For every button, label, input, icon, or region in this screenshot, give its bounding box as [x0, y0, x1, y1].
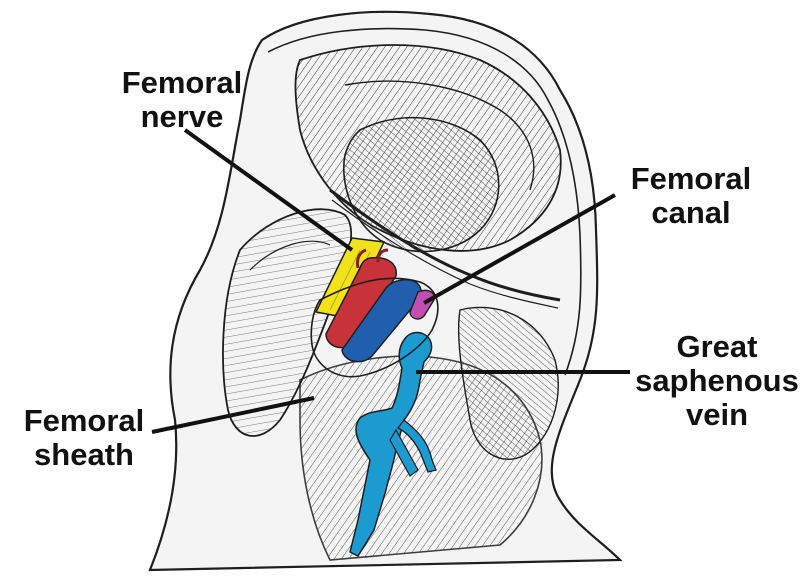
pectineus-region: [342, 116, 500, 253]
label-femoral-nerve: Femoral nerve: [92, 66, 272, 134]
label-great-saphenous-line2: saphenous: [635, 363, 799, 398]
femoral-sheath-structure: [310, 277, 439, 378]
label-femoral-nerve-line2: nerve: [140, 99, 224, 134]
label-great-saphenous-vein: Great saphenous vein: [634, 330, 800, 432]
label-femoral-canal-line2: canal: [651, 195, 731, 230]
skin-fold: [267, 27, 582, 376]
femoral-vein-structure: [341, 278, 422, 363]
label-femoral-canal-line1: Femoral: [630, 161, 752, 196]
label-great-saphenous-line3: vein: [685, 397, 749, 432]
pointer-femoral-canal: [423, 193, 616, 305]
label-femoral-canal: Femoral canal: [606, 162, 776, 230]
label-femoral-nerve-line1: Femoral: [121, 65, 243, 100]
pointer-femoral-sheath: [151, 396, 315, 434]
femoral-canal-structure: [409, 289, 435, 320]
inguinal-ligament: [329, 188, 561, 302]
label-femoral-sheath-line2: sheath: [34, 437, 134, 472]
label-femoral-sheath-line1: Femoral: [23, 403, 145, 438]
saphenous-tributary: [397, 419, 437, 473]
label-femoral-sheath: Femoral sheath: [4, 404, 164, 472]
pointer-femoral-nerve: [183, 128, 354, 252]
adductor-region: [457, 306, 559, 460]
label-great-saphenous-line1: Great: [676, 329, 758, 364]
great-saphenous-vein-structure: [349, 331, 433, 557]
muscle-groove: [344, 80, 535, 191]
